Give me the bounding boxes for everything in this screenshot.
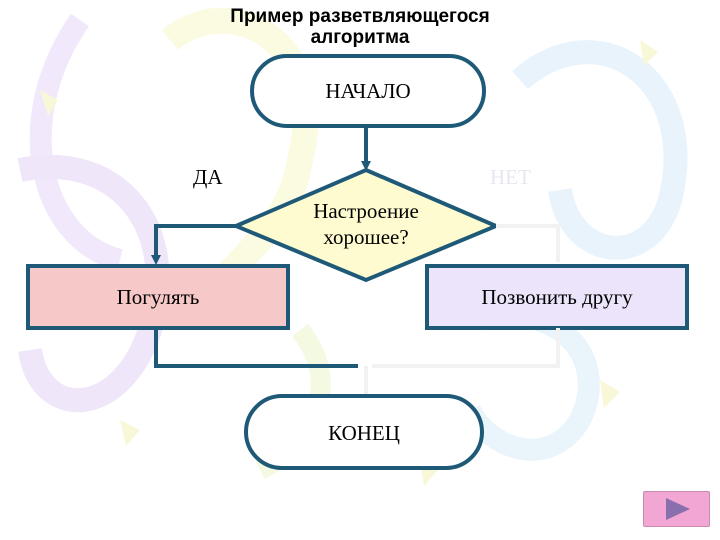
background-star-4 (640, 40, 658, 66)
background-star-1 (40, 90, 58, 116)
connector-yes-to-merge (154, 328, 358, 368)
start-label: НАЧАЛО (325, 79, 411, 103)
connector-yes-branch (151, 224, 236, 265)
no-branch-label: НЕТ (490, 165, 531, 189)
condition-label-line-2: хорошее? (323, 225, 409, 249)
background-star-3 (600, 380, 620, 408)
yes-action-label: Погулять (116, 285, 200, 309)
background-star-2 (120, 420, 140, 446)
end-terminator (244, 394, 484, 470)
slide-title-line-2: алгоритма (310, 27, 410, 48)
slide-title-line-1: Пример разветвляющегося (230, 6, 490, 27)
connector-no-branch (496, 224, 560, 262)
condition-label: Настроение хорошее? (266, 198, 466, 250)
connector-no-to-merge (372, 328, 560, 368)
play-arrow-icon (666, 498, 690, 520)
no-action-label: Позвонить другу (481, 285, 633, 309)
end-label: КОНЕЦ (328, 421, 400, 445)
next-slide-button[interactable] (643, 491, 710, 527)
condition-diamond (230, 167, 502, 283)
background-swirl-yellow (161, 7, 319, 317)
slide-title: Пример разветвляющегося алгоритма (150, 6, 570, 48)
condition-label-line-1: Настроение (313, 199, 419, 223)
yes-branch-label: ДА (193, 165, 223, 189)
background-swirl-blue (512, 40, 688, 260)
